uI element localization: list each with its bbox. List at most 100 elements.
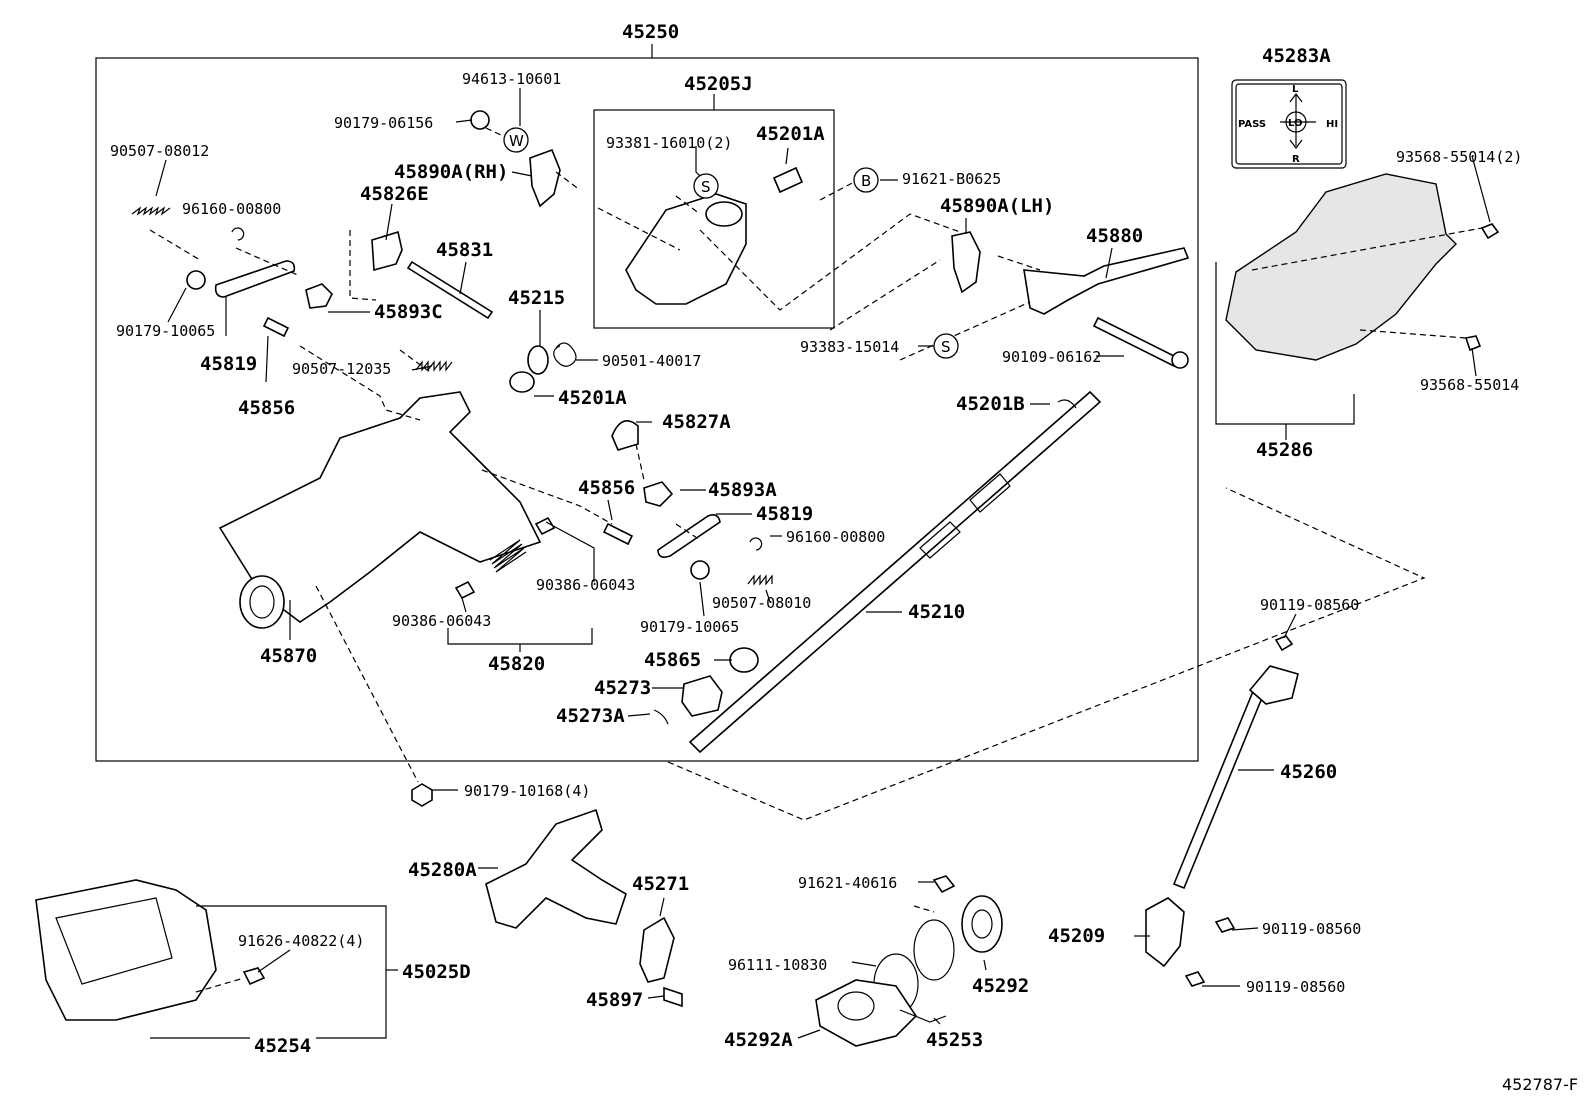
- intermediate-shaft-45260: [1172, 682, 1268, 890]
- pin-45856-b: [602, 522, 634, 546]
- callout-w: W: [509, 132, 524, 150]
- spring-90507-08010: [747, 574, 773, 586]
- spring-90501-40017: [553, 342, 577, 367]
- lever-45819-b: [657, 514, 721, 558]
- label-45215: 45215: [508, 287, 565, 309]
- label-45254: 45254: [254, 1035, 311, 1057]
- label-90109-06162: 90109-06162: [1002, 348, 1101, 366]
- label-93568-55014-2: 93568-55014(2): [1396, 148, 1522, 166]
- screw-93568-55014-a: [1480, 223, 1500, 240]
- bumper-90386-06043-a: [534, 516, 556, 536]
- lever-45819-a: [214, 260, 296, 298]
- label-96160-00800-a: 96160-00800: [182, 200, 281, 218]
- bolt-90119-08560-c: [1184, 971, 1206, 987]
- lock-cylinder: [705, 201, 743, 227]
- pin-45856-a: [262, 316, 290, 338]
- label-45856-b: 45856: [578, 477, 635, 499]
- clamp-45253: [899, 1009, 947, 1023]
- label-90501-40017: 90501-40017: [602, 352, 701, 370]
- label-91621-40616: 91621-40616: [798, 874, 897, 892]
- label-90507-08010: 90507-08010: [712, 594, 811, 612]
- nut-90179-10065-a: [186, 270, 206, 290]
- label-45870: 45870: [260, 645, 317, 667]
- label-45890A-RH: 45890A(RH): [394, 161, 508, 183]
- label-45205J: 45205J: [684, 73, 753, 95]
- ring-45215: [527, 345, 549, 375]
- nut-90179-10168: [411, 783, 433, 807]
- spring-90507-12035: [415, 360, 453, 372]
- label-45201A-b: 45201A: [558, 387, 627, 409]
- label-45893C: 45893C: [374, 301, 443, 323]
- leader-lines: [150, 88, 1491, 1039]
- label-90119-08560-a: 90119-08560: [1260, 596, 1359, 614]
- label-45201B: 45201B: [956, 393, 1025, 415]
- bolt-90119-08560-b: [1214, 917, 1236, 933]
- label-91626-40822: 91626-40822(4): [238, 932, 364, 950]
- bolt-90109-06162: [1092, 316, 1180, 368]
- part-45893A: [643, 481, 674, 507]
- seal-45292: [961, 895, 1003, 953]
- reference-code: 452787-F: [1502, 1075, 1578, 1094]
- label-45820: 45820: [488, 653, 545, 675]
- clip-96160-00800-b: [749, 537, 763, 551]
- label-93568-55014: 93568-55014: [1420, 376, 1519, 394]
- label-90179-10065-b: 90179-10065: [640, 618, 739, 636]
- part-45893C: [305, 283, 333, 309]
- clip-96160-00800-a: [231, 227, 245, 241]
- universal-joint-top: [1248, 665, 1299, 705]
- assembly-45250-frame: [95, 57, 1199, 762]
- label-96160-00800-b: 96160-00800: [786, 528, 885, 546]
- label-45831: 45831: [436, 239, 493, 261]
- label-45897: 45897: [586, 989, 643, 1011]
- label-45273: 45273: [594, 677, 651, 699]
- switch-label-pass: PASS: [1238, 119, 1266, 130]
- label-94613-10601: 94613-10601: [462, 70, 561, 88]
- main-shaft-45210: [688, 390, 1102, 754]
- label-45819-a: 45819: [200, 353, 257, 375]
- label-45890A-LH: 45890A(LH): [940, 195, 1054, 217]
- bracket-45280A: [485, 808, 627, 929]
- label-96111-10830: 96111-10830: [728, 956, 827, 974]
- universal-joint-45209: [1145, 897, 1185, 968]
- label-45260: 45260: [1280, 761, 1337, 783]
- label-90507-08012: 90507-08012: [110, 142, 209, 160]
- ring-45273A: [653, 709, 669, 725]
- label-45880: 45880: [1086, 225, 1143, 247]
- label-45253: 45253: [926, 1029, 983, 1051]
- spring-45820: [489, 539, 527, 573]
- label-45209: 45209: [1048, 925, 1105, 947]
- part-45827A: [611, 420, 639, 451]
- label-90179-06156: 90179-06156: [334, 114, 433, 132]
- rod-45831: [406, 260, 494, 320]
- switch-label-l: L: [1292, 84, 1299, 95]
- column-bracket: [218, 391, 542, 623]
- label-90179-10168: 90179-10168(4): [464, 782, 590, 800]
- label-45865: 45865: [644, 649, 701, 671]
- label-90386-06043-a: 90386-06043: [536, 576, 635, 594]
- label-90386-06043-b: 90386-06043: [392, 612, 491, 630]
- label-45025D: 45025D: [402, 961, 471, 983]
- bumper-90386-06043-b: [454, 580, 476, 600]
- label-93383-15014: 93383-15014: [800, 338, 899, 356]
- part-45271: [639, 916, 675, 983]
- boot-45292A: [815, 979, 918, 1047]
- label-45856-a: 45856: [238, 397, 295, 419]
- label-45283A: 45283A: [1262, 45, 1331, 67]
- label-90507-12035: 90507-12035: [292, 360, 391, 378]
- label-45273A: 45273A: [556, 705, 625, 727]
- callout-b: B: [861, 172, 871, 190]
- label-90119-08560-b: 90119-08560: [1262, 920, 1361, 938]
- bracket-45826E: [371, 230, 403, 272]
- nut-90179-10065-b: [690, 560, 710, 580]
- label-90119-08560-c: 90119-08560: [1246, 978, 1345, 996]
- dimmer-switch-panel-45283A: [1231, 79, 1347, 169]
- label-45292: 45292: [972, 975, 1029, 997]
- part-45273: [681, 675, 723, 717]
- label-45893A: 45893A: [708, 479, 777, 501]
- label-45280A: 45280A: [408, 859, 477, 881]
- label-91621-B0625: 91621-B0625: [902, 170, 1001, 188]
- collar-45201A-top: [772, 166, 804, 194]
- callout-s-2: S: [941, 338, 951, 356]
- label-45292A: 45292A: [724, 1029, 793, 1051]
